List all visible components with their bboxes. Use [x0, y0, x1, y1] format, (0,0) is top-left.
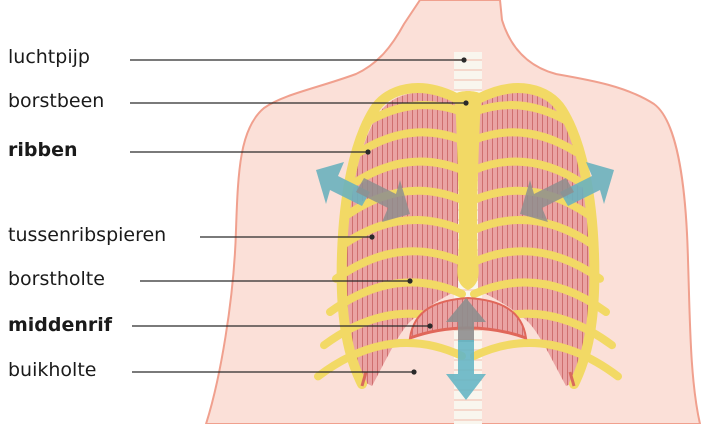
- label-diaphragm: middenrif: [8, 313, 112, 337]
- leader-dot-diaphragm: [427, 323, 432, 328]
- leader-dot-abdominal-cavity: [411, 369, 416, 374]
- leader-dot-sternum: [463, 100, 468, 105]
- leader-dot-ribs: [365, 149, 370, 154]
- leader-dot-thoracic-cavity: [407, 278, 412, 283]
- label-ribs: ribben: [8, 138, 78, 162]
- leader-dot-trachea: [461, 57, 466, 62]
- label-abdominal-cavity: buikholte: [8, 358, 96, 382]
- label-trachea: luchtpijp: [8, 45, 90, 69]
- label-sternum: borstbeen: [8, 89, 104, 113]
- label-intercostal-muscles: tussenribspieren: [8, 223, 166, 247]
- label-thoracic-cavity: borstholte: [8, 267, 105, 291]
- leader-dot-intercostal: [369, 234, 374, 239]
